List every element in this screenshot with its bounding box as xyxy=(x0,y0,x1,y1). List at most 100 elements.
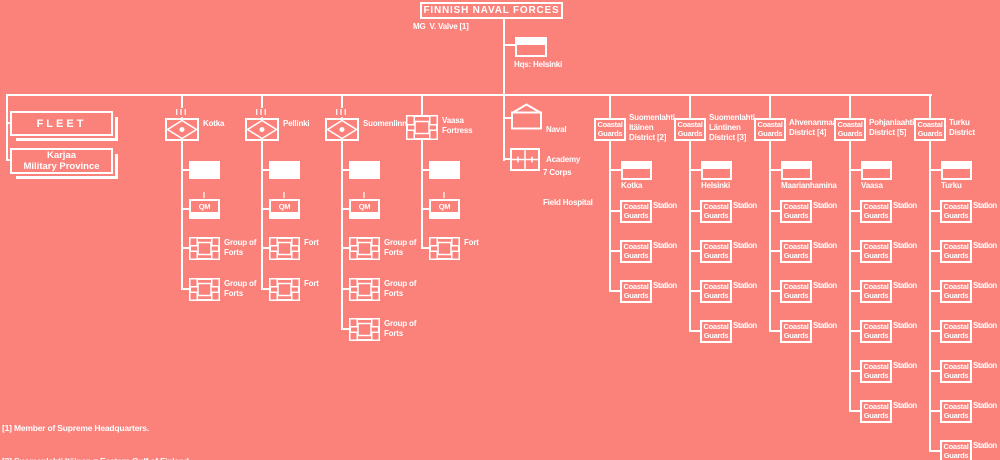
headquarters-flag-bar xyxy=(517,39,545,45)
station-stub-line xyxy=(930,450,940,452)
staff-stub-line xyxy=(182,169,189,171)
fort-label-line: Group of xyxy=(384,279,417,288)
station-label: Station xyxy=(973,401,997,411)
district-hq-city-label: Kotka xyxy=(621,181,642,191)
district-hq-stub-line xyxy=(930,169,941,171)
district-hq-city-label-line: Helsinki xyxy=(701,181,731,190)
coastal-guards-station-box-text-line: Coastal xyxy=(943,282,969,291)
fort-label-line: Forts xyxy=(384,248,404,257)
station-label-line: Station xyxy=(893,321,917,330)
station-label-line: Station xyxy=(653,241,677,250)
district-name-label-line: Itäinen xyxy=(629,123,654,132)
station-label-line: Station xyxy=(973,401,997,410)
station-stub-line xyxy=(850,290,860,292)
station-label: Station xyxy=(813,241,837,251)
fort-symbol xyxy=(189,237,220,260)
karjaa-label-line: Karjaa xyxy=(46,150,77,161)
staff-unit-symbol xyxy=(189,161,220,179)
fort-label-line: Forts xyxy=(384,329,404,338)
qm-stub-line xyxy=(422,208,429,210)
quartermaster-box: QM xyxy=(429,199,460,219)
station-label: Station xyxy=(973,361,997,371)
station-stub-line xyxy=(930,210,940,212)
station-label: Station xyxy=(973,281,997,291)
fort-symbol xyxy=(349,278,380,301)
station-stub-line xyxy=(770,250,780,252)
hospital-stub-line xyxy=(505,158,513,160)
staff-stub-line xyxy=(422,169,429,171)
regiment-size-marker: III xyxy=(245,108,279,117)
fort-label: Fort xyxy=(304,279,319,289)
coastal-guards-station-box-text-line: Guards xyxy=(703,250,729,260)
district-name-label-line: District [3] xyxy=(709,133,747,142)
coastal-guards-district-box-text-line: Coastal xyxy=(917,120,943,129)
station-label: Station xyxy=(893,281,917,291)
coastal-guards-station-box-text-line: Guards xyxy=(783,210,809,220)
station-label-line: Station xyxy=(813,241,837,250)
coastal-guards-station-box-text-line: Guards xyxy=(943,330,969,340)
chart-title: FINNISH NAVAL FORCES xyxy=(423,5,560,16)
station-stub-line xyxy=(690,250,700,252)
coastal-guards-station-box-text-line: Coastal xyxy=(783,322,809,331)
coastal-guards-station-box-text-line: Coastal xyxy=(863,202,889,211)
coastal-guards-station-box-text-line: Coastal xyxy=(783,282,809,291)
district-hq-city-label-line: Vaasa xyxy=(861,181,883,190)
district-name-label-line: Pohjanlaahti xyxy=(869,118,915,127)
quartermaster-box: QM xyxy=(269,199,300,219)
coastal-guards-station-box-text-line: Guards xyxy=(943,410,969,420)
station-stub-line xyxy=(610,210,620,212)
regiment-name-label: Pellinki xyxy=(283,119,310,129)
station-label-line: Station xyxy=(973,281,997,290)
coastal-guards-station-box-text-line: Guards xyxy=(863,290,889,300)
left-branch-line xyxy=(6,94,8,161)
fort-label-line: Forts xyxy=(384,289,404,298)
station-stub-line xyxy=(610,250,620,252)
district-name-label-line: Läntinen xyxy=(709,123,741,132)
fleet-box: FLEET xyxy=(10,111,118,141)
station-stub-line xyxy=(930,410,940,412)
qm-stub-line xyxy=(262,208,269,210)
coastal-guards-station-box-text-line: Guards xyxy=(943,290,969,300)
coastal-guards-station-box-text-line: Guards xyxy=(863,410,889,420)
regiment-branch-line xyxy=(261,94,263,290)
coastal-guards-station-box-text-line: Guards xyxy=(783,250,809,260)
fort-stub-line xyxy=(342,328,349,330)
district-hq-stub-line xyxy=(610,169,621,171)
coastal-guards-station-box-text-line: Coastal xyxy=(703,322,729,331)
fort-stub-line xyxy=(182,247,189,249)
station-stub-line xyxy=(690,330,700,332)
district-hq-flag-symbol xyxy=(701,161,732,180)
coastal-guards-district-box-text-line: Guards xyxy=(757,128,783,138)
station-label-line: Station xyxy=(893,241,917,250)
district-name-label-line: Suomenlahti xyxy=(709,113,755,122)
fort-label-line: Group of xyxy=(224,238,257,247)
fort-symbol xyxy=(189,278,220,301)
coastal-guards-station-box-text-line: Guards xyxy=(943,370,969,380)
district-hq-flag-symbol xyxy=(621,161,652,180)
station-label: Station xyxy=(893,201,917,211)
coastal-artillery-regiment-symbol xyxy=(245,118,279,141)
